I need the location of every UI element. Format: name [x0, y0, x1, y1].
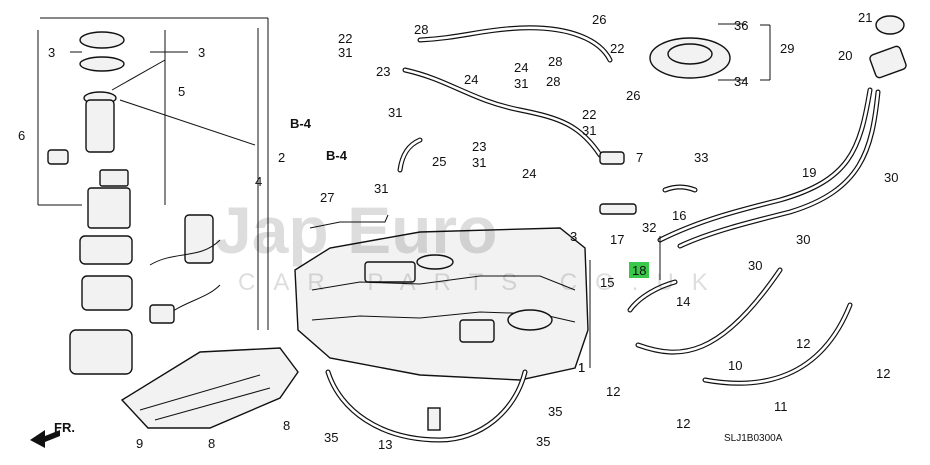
fuel-pump-group-outline	[37, 17, 269, 330]
ref-label-b4-lower: B-4	[326, 148, 348, 163]
callout-14: 14	[676, 294, 690, 309]
callout-28a: 28	[414, 22, 428, 37]
fuel-pump-parts	[47, 31, 256, 375]
callout-35b: 35	[548, 404, 562, 419]
callout-3b: 3	[198, 45, 205, 60]
filler-neck-parts	[869, 15, 907, 79]
callout-30b: 30	[796, 232, 810, 247]
callout-23a: 23	[376, 64, 390, 79]
leader-lines	[70, 23, 771, 368]
callout-16: 16	[672, 208, 686, 223]
callout-21: 21	[858, 10, 872, 25]
callout-10: 10	[728, 358, 742, 373]
callout-24c: 24	[522, 166, 536, 181]
callout-18: 18	[632, 263, 646, 278]
callout-13: 13	[378, 437, 392, 452]
callout-19: 19	[802, 165, 816, 180]
callout-28b: 28	[546, 74, 560, 89]
breather-pipe-24	[417, 25, 613, 63]
front-arrow: FR.	[30, 420, 75, 448]
callout-3c: 3	[570, 229, 577, 244]
bolt-clip	[427, 407, 441, 431]
callout-28c: 28	[548, 54, 562, 69]
front-arrow-label: FR.	[54, 420, 75, 435]
callout-15: 15	[600, 275, 614, 290]
fuel-filter-7	[599, 151, 625, 165]
callout-22a: 22	[338, 31, 352, 46]
callout-12d: 12	[676, 416, 690, 431]
callout-4: 4	[255, 174, 262, 189]
callout-labels: 22 31 28 26 36 21 3 3 29 20 5 23 24 24 3…	[18, 10, 898, 452]
callout-31b: 31	[514, 76, 528, 91]
tank-undertray	[120, 347, 299, 429]
watermark-sub: CAR PARTS CO.UK	[238, 269, 726, 296]
callout-27: 27	[320, 190, 334, 205]
callout-32: 32	[642, 220, 656, 235]
callout-31e: 31	[582, 123, 596, 138]
callout-31d: 31	[472, 155, 486, 170]
callout-1b: 1	[578, 360, 585, 375]
ref-label-b4-upper: B-4	[290, 116, 312, 131]
callout-33: 33	[694, 150, 708, 165]
callout-26b: 26	[626, 88, 640, 103]
callout-30a: 30	[884, 170, 898, 185]
callout-30c: 30	[748, 258, 762, 273]
fuel-tank	[294, 227, 589, 381]
callout-26a: 26	[592, 12, 606, 27]
callout-12b: 12	[606, 384, 620, 399]
pipe-27	[309, 214, 389, 229]
callout-24b: 24	[514, 60, 528, 75]
callout-8b: 8	[283, 418, 290, 433]
callout-1a: 1	[578, 360, 585, 375]
callout-12a: 12	[796, 336, 810, 351]
callout-3a: 3	[48, 45, 55, 60]
callout-31a: 31	[338, 45, 352, 60]
callout-23b: 23	[472, 139, 486, 154]
watermark-main: Jap Euro	[215, 193, 497, 267]
callout-29: 29	[780, 41, 794, 56]
callout-2: 2	[278, 150, 285, 165]
callout-17: 17	[610, 232, 624, 247]
callout-34: 34	[734, 74, 748, 89]
callout-35a: 35	[324, 430, 338, 445]
callout-22c: 22	[582, 107, 596, 122]
callout-5: 5	[178, 84, 185, 99]
highlight-part-18	[629, 262, 649, 278]
callout-7: 7	[636, 150, 643, 165]
tank-strap-13	[325, 369, 528, 443]
callout-6: 6	[18, 128, 25, 143]
callout-12c: 12	[876, 366, 890, 381]
callout-24a: 24	[464, 72, 478, 87]
callout-22b: 22	[610, 41, 624, 56]
callout-8a: 8	[208, 436, 215, 451]
diagram-code: SLJ1B0300A	[724, 433, 783, 444]
callout-9: 9	[136, 436, 143, 451]
callout-25: 25	[432, 154, 446, 169]
sender-cover	[649, 37, 731, 79]
callout-35c: 35	[536, 434, 550, 449]
breather-pipe-23	[402, 67, 603, 158]
callout-36: 36	[734, 18, 748, 33]
valve-17	[599, 203, 637, 215]
callout-11: 11	[774, 399, 788, 414]
callout-31c: 31	[388, 105, 402, 120]
callout-31f: 31	[374, 181, 388, 196]
callout-20: 20	[838, 48, 852, 63]
